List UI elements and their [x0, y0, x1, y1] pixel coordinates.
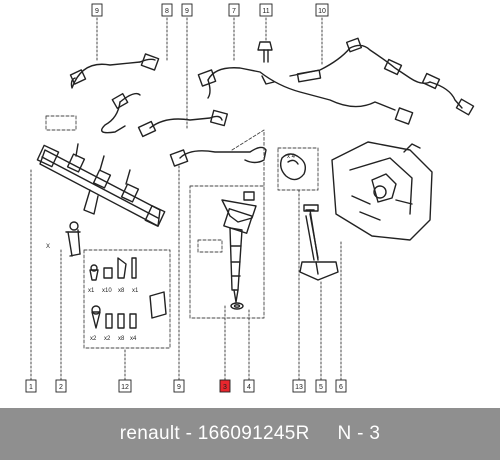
callout-2: 2: [55, 379, 67, 393]
callout-9-bottom: 9: [173, 379, 185, 393]
bolt-11: [257, 41, 273, 63]
callout-12: 12: [118, 379, 132, 393]
svg-text:2: 2: [59, 384, 63, 391]
label-x4-seal: x 4: [287, 154, 296, 160]
kit-qty-2: x10: [102, 288, 112, 294]
svg-text:9: 9: [95, 8, 99, 15]
svg-text:6: 6: [339, 384, 343, 391]
separator: -: [179, 423, 198, 444]
kit-qty-6: x2: [104, 336, 111, 342]
brand-name: renault: [119, 423, 180, 444]
injector: [221, 191, 257, 303]
seal-washer: [230, 302, 244, 310]
bolt-x: [65, 221, 81, 257]
spacer: [310, 423, 338, 445]
callout-1: 1: [25, 379, 37, 393]
exploded-parts-diagram: 9 8 9 7 11 10 1 2: [25, 3, 475, 393]
kit-qty-3: x8: [118, 288, 125, 294]
fuel-rail: [36, 143, 166, 227]
svg-text:11: 11: [262, 8, 269, 15]
position-code: N - 3: [337, 423, 381, 444]
svg-text:10: 10: [318, 8, 326, 15]
part-number: 166091245R: [197, 423, 310, 444]
kit-qty-5: x2: [90, 336, 97, 342]
svg-text:12: 12: [121, 384, 129, 391]
svg-text:3: 3: [223, 384, 227, 391]
svg-text:1: 1: [29, 384, 33, 391]
pipe-10: [289, 37, 475, 116]
kit-qty-8: x4: [130, 336, 137, 342]
callout-11: 11: [259, 3, 273, 17]
callout-6: 6: [335, 379, 347, 393]
pipe-9-bottom: [169, 146, 267, 167]
callout-13: 13: [292, 379, 306, 393]
kit-box: [83, 249, 171, 349]
pipe-9-top: [69, 53, 160, 89]
kit-qty-1: x1: [88, 288, 95, 294]
svg-text:13: 13: [295, 384, 303, 391]
svg-text:4: 4: [247, 384, 251, 391]
callout-9-mid: 9: [181, 3, 193, 17]
svg-text:5: 5: [319, 384, 323, 391]
seal-box: [277, 147, 319, 191]
kit-qty-4: x1: [132, 288, 139, 294]
pipe-7: [197, 67, 414, 125]
kit-pieces: [89, 257, 167, 329]
callout-3-highlighted: 3: [219, 379, 231, 393]
svg-text:9: 9: [185, 8, 189, 15]
gasket-seals: [279, 153, 307, 181]
callout-8: 8: [161, 3, 173, 17]
clamp-and-stud: [299, 204, 339, 281]
pipe-8: [101, 92, 141, 134]
callout-5: 5: [315, 379, 327, 393]
part-number-footer: renault - 166091245R N - 3: [0, 408, 500, 460]
svg-text:8: 8: [165, 8, 169, 15]
pipe-9-mid: [137, 109, 229, 138]
high-pressure-pump: [331, 141, 433, 241]
callout-9-top: 9: [91, 3, 103, 17]
ref-boxes: [45, 115, 223, 253]
leader-lines: [30, 17, 342, 381]
svg-text:7: 7: [232, 8, 236, 15]
callout-10: 10: [315, 3, 329, 17]
callout-4: 4: [243, 379, 255, 393]
injector-group-box: [189, 129, 265, 319]
label-x-bolt: X: [46, 244, 50, 250]
callout-7: 7: [228, 3, 240, 17]
kit-qty-7: x8: [118, 336, 125, 342]
svg-text:9: 9: [177, 384, 181, 391]
